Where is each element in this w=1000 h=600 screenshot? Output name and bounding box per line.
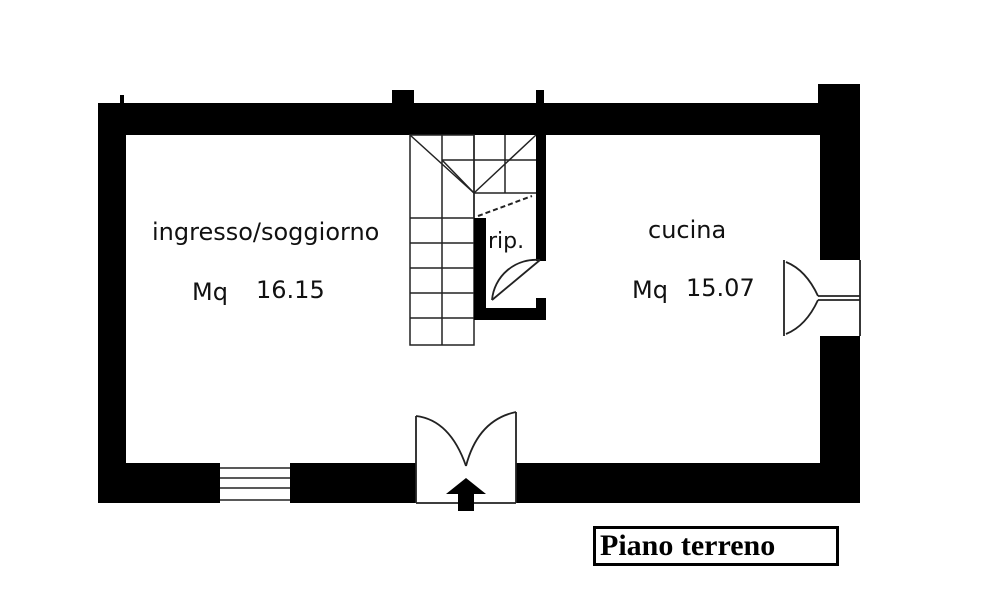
bottom-wall-left bbox=[98, 463, 220, 503]
wall-tick bbox=[392, 90, 414, 105]
entrance-arrow-icon bbox=[446, 478, 486, 511]
bottom-window bbox=[220, 467, 290, 501]
right-window bbox=[783, 260, 861, 336]
closet-door bbox=[491, 258, 541, 301]
wall-tick bbox=[818, 84, 860, 104]
outer-walls bbox=[98, 84, 860, 503]
bottom-wall-right bbox=[516, 463, 860, 503]
room-label-living: ingresso/soggiorno bbox=[152, 218, 379, 246]
room-label-closet: rip. bbox=[488, 229, 524, 254]
floor-caption: Piano terreno bbox=[593, 526, 839, 566]
left-wall bbox=[98, 103, 126, 503]
area-value-living: 16.15 bbox=[256, 276, 325, 304]
wall-tick bbox=[120, 95, 124, 105]
right-wall-upper bbox=[820, 90, 860, 260]
room-label-kitchen: cucina bbox=[648, 216, 726, 244]
wall-tick bbox=[536, 90, 544, 105]
closet-walls bbox=[474, 135, 546, 320]
floor-caption-label: Piano terreno bbox=[600, 529, 776, 562]
bottom-wall-middle bbox=[290, 463, 416, 503]
area-prefix-kitchen: Mq bbox=[632, 276, 668, 304]
top-wall bbox=[98, 103, 860, 135]
area-value-kitchen: 15.07 bbox=[686, 274, 755, 302]
area-prefix-living: Mq bbox=[192, 278, 228, 306]
